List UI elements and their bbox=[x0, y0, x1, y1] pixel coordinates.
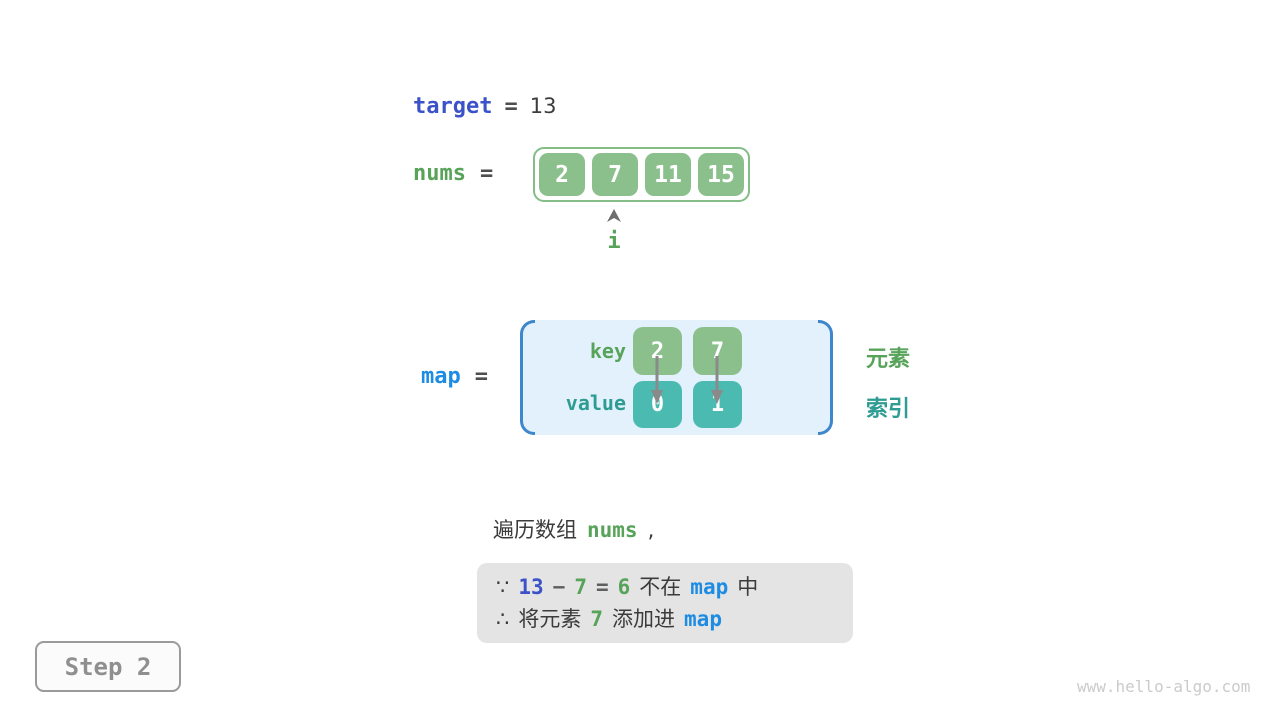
map-key-row-label: key bbox=[589, 339, 626, 363]
difference-value: 6 bbox=[617, 575, 631, 599]
array-cell: 7 bbox=[592, 153, 638, 196]
index-pointer-arrow-icon bbox=[607, 209, 621, 222]
not-in-text: 不在 bbox=[639, 575, 682, 599]
map-entry: 7 1 bbox=[693, 320, 742, 435]
nums-variable: nums bbox=[413, 161, 466, 186]
caption-text: 遍历数组 bbox=[493, 518, 577, 542]
note-box: ∵ 13 − 7 = 6 不在 map 中 ∴ 将元素 7 添加进 map bbox=[477, 563, 853, 643]
minus-sign: − bbox=[552, 575, 566, 599]
key-to-value-arrow-icon bbox=[651, 356, 663, 404]
watermark: www.hello-algo.com bbox=[1077, 677, 1251, 696]
array-cell: 2 bbox=[539, 153, 585, 196]
map-code-ref: map bbox=[684, 607, 722, 631]
step-badge: Step 2 bbox=[35, 641, 181, 692]
in-suffix-text: 中 bbox=[737, 575, 759, 599]
add-prefix-text: 将元素 bbox=[518, 607, 582, 631]
array-cell: 11 bbox=[645, 153, 691, 196]
caption-line: 遍历数组 nums , bbox=[493, 514, 654, 544]
target-line: target = 13 bbox=[413, 94, 556, 119]
target-value: 13 bbox=[529, 94, 557, 118]
equals-sign: = bbox=[479, 161, 494, 186]
map-variable: map bbox=[421, 364, 461, 389]
add-verb-text: 添加进 bbox=[612, 607, 676, 631]
equals-sign: = bbox=[474, 364, 488, 389]
map-label: map = bbox=[421, 364, 488, 389]
element-row-label: 元素 bbox=[866, 347, 911, 372]
caption-comma: , bbox=[647, 518, 655, 542]
index-row-label: 索引 bbox=[866, 397, 911, 422]
because-symbol: ∵ bbox=[496, 575, 510, 599]
nums-code-ref: nums bbox=[587, 518, 638, 542]
minuend-value: 13 bbox=[518, 575, 544, 599]
map-value-row-label: value bbox=[565, 391, 626, 415]
element-value: 7 bbox=[590, 607, 604, 631]
equals-sign: = bbox=[595, 575, 609, 599]
note-line-therefore: ∴ 将元素 7 添加进 map bbox=[496, 603, 853, 635]
map-code-ref: map bbox=[690, 575, 729, 599]
map-entry: 2 0 bbox=[633, 320, 682, 435]
subtrahend-value: 7 bbox=[574, 575, 587, 599]
target-variable: target bbox=[413, 94, 493, 119]
note-line-because: ∵ 13 − 7 = 6 不在 map 中 bbox=[496, 571, 853, 603]
nums-label: nums = bbox=[413, 161, 493, 186]
key-to-value-arrow-icon bbox=[711, 356, 723, 404]
therefore-symbol: ∴ bbox=[496, 607, 510, 631]
array-cell: 15 bbox=[698, 153, 744, 196]
map-box: key value 2 0 7 1 bbox=[520, 320, 833, 435]
index-pointer-label: i bbox=[607, 229, 621, 254]
equals-sign: = bbox=[504, 94, 518, 119]
map-bracket-right-icon bbox=[818, 320, 833, 435]
map-value-cell: 1 bbox=[693, 381, 742, 428]
nums-array: 2 7 11 15 bbox=[533, 147, 750, 202]
map-bracket-left-icon bbox=[520, 320, 535, 435]
